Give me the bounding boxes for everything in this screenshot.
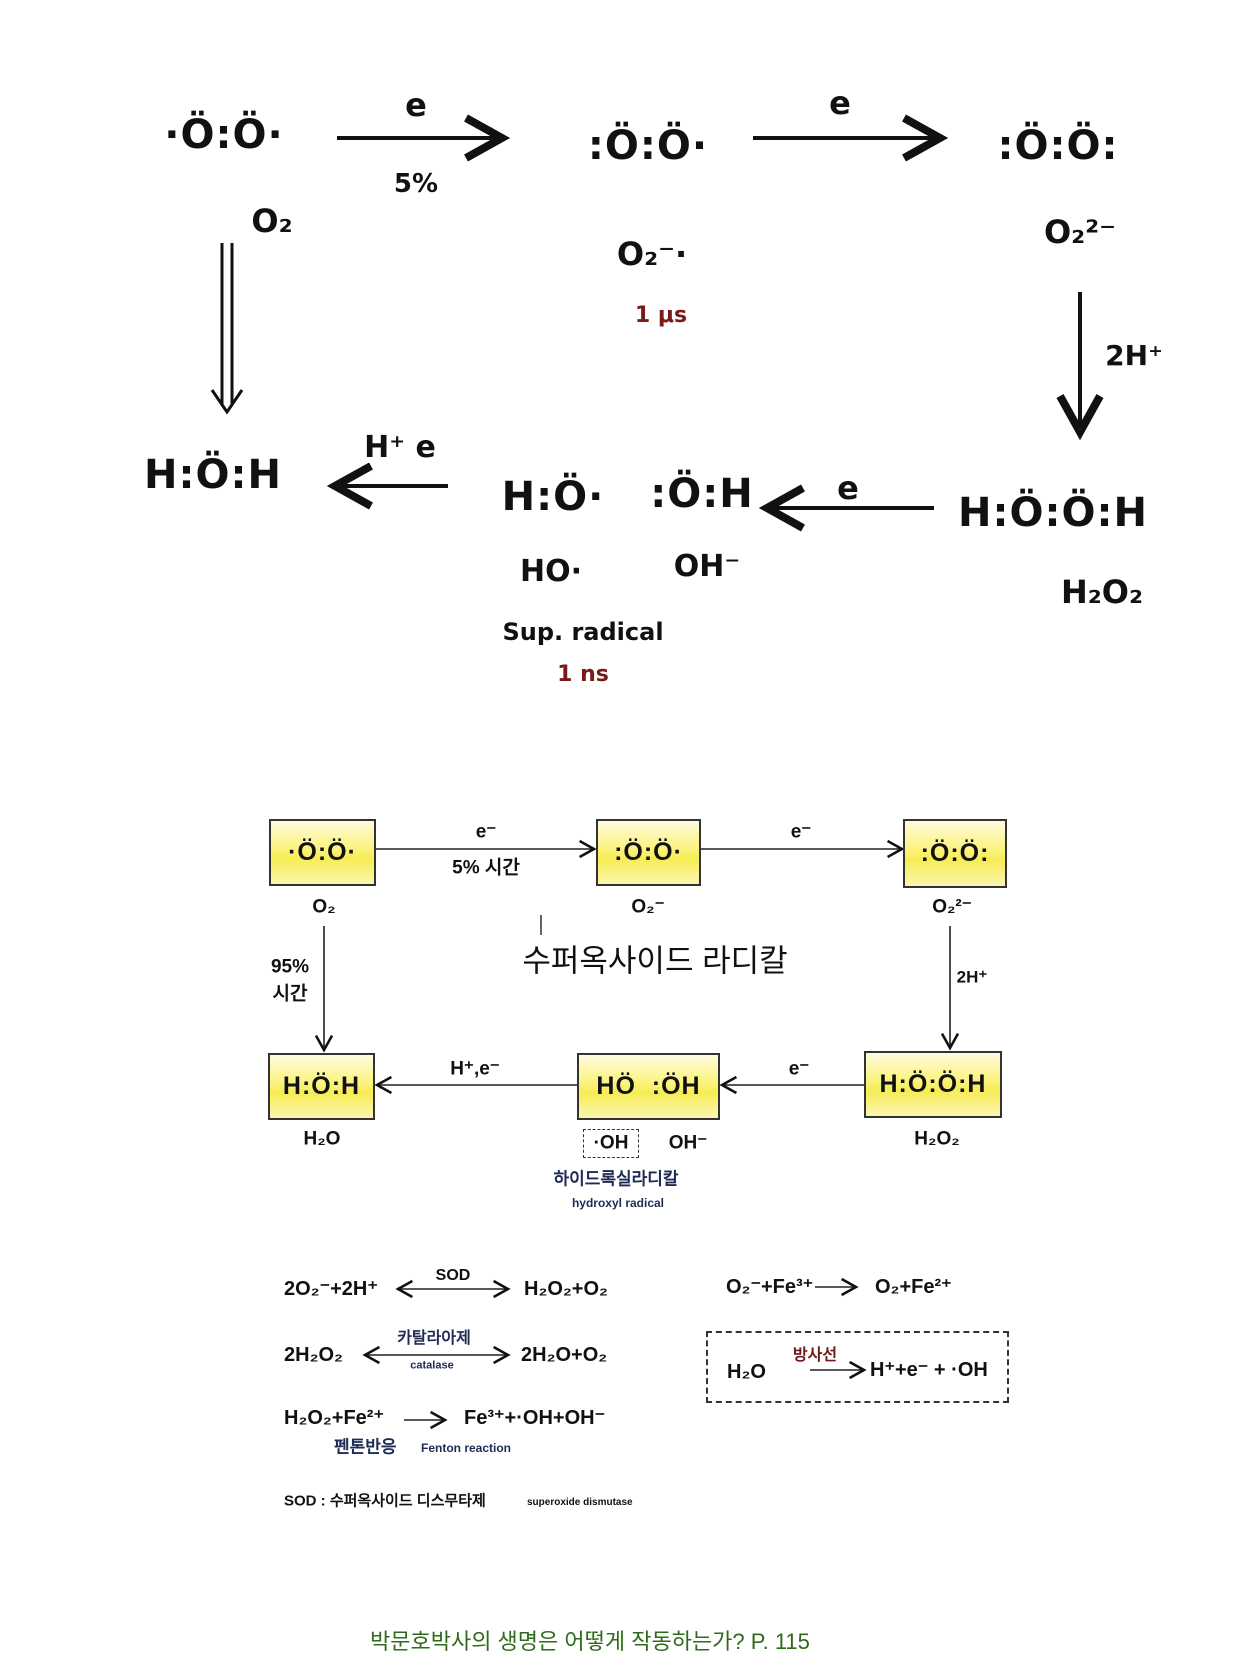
superoxide-structure: :Ö:Ö· xyxy=(614,838,683,866)
arrow-label-5pct: 5% 시간 xyxy=(452,857,520,879)
arrow-label-e2: e⁻ xyxy=(790,821,812,843)
arrow-label-h-e: H⁺,e⁻ xyxy=(450,1058,500,1080)
o2-structure: ·Ö:Ö· xyxy=(288,838,357,866)
hw-hydroxyl-label: HO· xyxy=(519,554,583,589)
footnote-sod: SOD : 수퍼옥사이드 디스무타제 xyxy=(284,1492,486,1510)
eq-catalase-right: 2H₂O+O₂ xyxy=(521,1344,608,1366)
hw-water-structure: H:Ö:H xyxy=(144,452,282,498)
hw-hydroxide-label: OH⁻ xyxy=(673,549,741,584)
hw-peroxide-label: O₂²⁻ xyxy=(1043,213,1117,251)
eq-radiation-left: H₂O xyxy=(727,1361,766,1383)
radiation-dashed-box xyxy=(706,1331,1009,1403)
eq-sod-catalyst: SOD xyxy=(435,1267,471,1284)
hw-h2o2-label: H₂O₂ xyxy=(1060,573,1144,611)
box-o2: ·Ö:Ö· xyxy=(269,819,376,886)
hw-arrow2-top: e xyxy=(829,84,851,122)
hw-superoxide-structure: :Ö:Ö· xyxy=(587,123,709,169)
label-peroxide: O₂²⁻ xyxy=(932,896,972,918)
box-radicals: HÖ :ÖH xyxy=(577,1053,720,1120)
peroxide-structure: :Ö:Ö: xyxy=(920,839,990,867)
eq-catalase-en: catalase xyxy=(410,1359,454,1372)
arrow-label-e1: e⁻ xyxy=(475,821,497,843)
label-hydroxide: OH⁻ xyxy=(668,1132,708,1154)
box-water: H:Ö:H xyxy=(268,1053,375,1120)
hw-h2o2-structure: H:Ö:Ö:H xyxy=(958,490,1148,536)
label-o2: O₂ xyxy=(312,896,336,918)
hw-peroxide-structure: :Ö:Ö: xyxy=(997,123,1119,169)
hydroxyl-dashed-box xyxy=(583,1129,639,1158)
radicals-structure: HÖ :ÖH xyxy=(596,1072,701,1100)
label-h2o2: H₂O₂ xyxy=(914,1128,960,1150)
hw-o2-structure: ·Ö:Ö· xyxy=(164,112,284,158)
eq-fenton-en: Fenton reaction xyxy=(421,1441,512,1455)
hw-hydroxyl-time: 1 ns xyxy=(557,662,609,687)
hw-arrow3-label: 2H⁺ xyxy=(1105,339,1163,372)
arrow-label-e3: e⁻ xyxy=(788,1058,810,1080)
hw-arrow4-top: e xyxy=(837,469,859,507)
arrow-label-2h: 2H⁺ xyxy=(956,967,988,987)
arrow-label-95pct: 95% xyxy=(270,956,310,978)
eq-fenton-right: Fe³⁺+·OH+OH⁻ xyxy=(464,1407,606,1429)
hw-superoxide-label: O₂⁻· xyxy=(616,235,688,273)
hydroxyl-ko: 하이드록실라디칼 xyxy=(553,1169,679,1189)
label-water: H₂O xyxy=(303,1128,341,1150)
box-h2o2: H:Ö:Ö:H xyxy=(864,1051,1002,1118)
overlay-superoxide-radical: 수퍼옥사이드 라디칼 xyxy=(522,943,788,979)
hw-double-arrow-o2-water xyxy=(210,243,244,415)
hw-arrow1-bottom: 5% xyxy=(393,169,439,199)
box-superoxide: :Ö:Ö· xyxy=(596,819,701,886)
eq-radiation-right: H⁺+e⁻ + ·OH xyxy=(870,1359,988,1381)
eq-catalase-ko: 카탈라아제 xyxy=(397,1330,471,1347)
hw-arrow1-top: e xyxy=(405,86,427,124)
eq-iron-right: O₂+Fe²⁺ xyxy=(875,1276,952,1298)
h2o2-structure: H:Ö:Ö:H xyxy=(879,1070,987,1098)
eq-iron-left: O₂⁻+Fe³⁺ xyxy=(726,1276,814,1298)
eq-fenton-ko: 펜톤반응 xyxy=(334,1437,397,1457)
hw-o2-label: O₂ xyxy=(251,202,293,240)
eq-sod-left: 2O₂⁻+2H⁺ xyxy=(284,1278,378,1300)
hydroxyl-en: hydroxyl radical xyxy=(571,1196,665,1210)
hw-hydroxyl-note: Sup. radical xyxy=(502,618,664,646)
eq-sod-right: H₂O₂+O₂ xyxy=(524,1278,608,1300)
hw-hydroxyl-structure: H:Ö· xyxy=(501,474,605,520)
caption: 박문호박사의 생명은 어떻게 작동하는가? P. 115 xyxy=(370,1629,810,1654)
eq-radiation-catalyst: 방사선 xyxy=(792,1347,838,1364)
box-peroxide: :Ö:Ö: xyxy=(903,819,1007,888)
water-structure: H:Ö:H xyxy=(282,1072,361,1100)
arrow-label-time: 시간 xyxy=(272,983,308,1005)
label-hydroxyl: ·OH xyxy=(593,1132,629,1154)
eq-fenton-left: H₂O₂+Fe²⁺ xyxy=(284,1407,385,1429)
hw-arrow5-top: H⁺ e xyxy=(364,430,436,465)
eq-catalase-left: 2H₂O₂ xyxy=(284,1344,343,1366)
footnote-sod-en: superoxide dismutase xyxy=(527,1497,633,1508)
hw-superoxide-time: 1 μs xyxy=(634,303,688,328)
label-superoxide: O₂⁻ xyxy=(631,896,665,918)
hw-hydroxide-structure: :Ö:H xyxy=(650,471,754,517)
